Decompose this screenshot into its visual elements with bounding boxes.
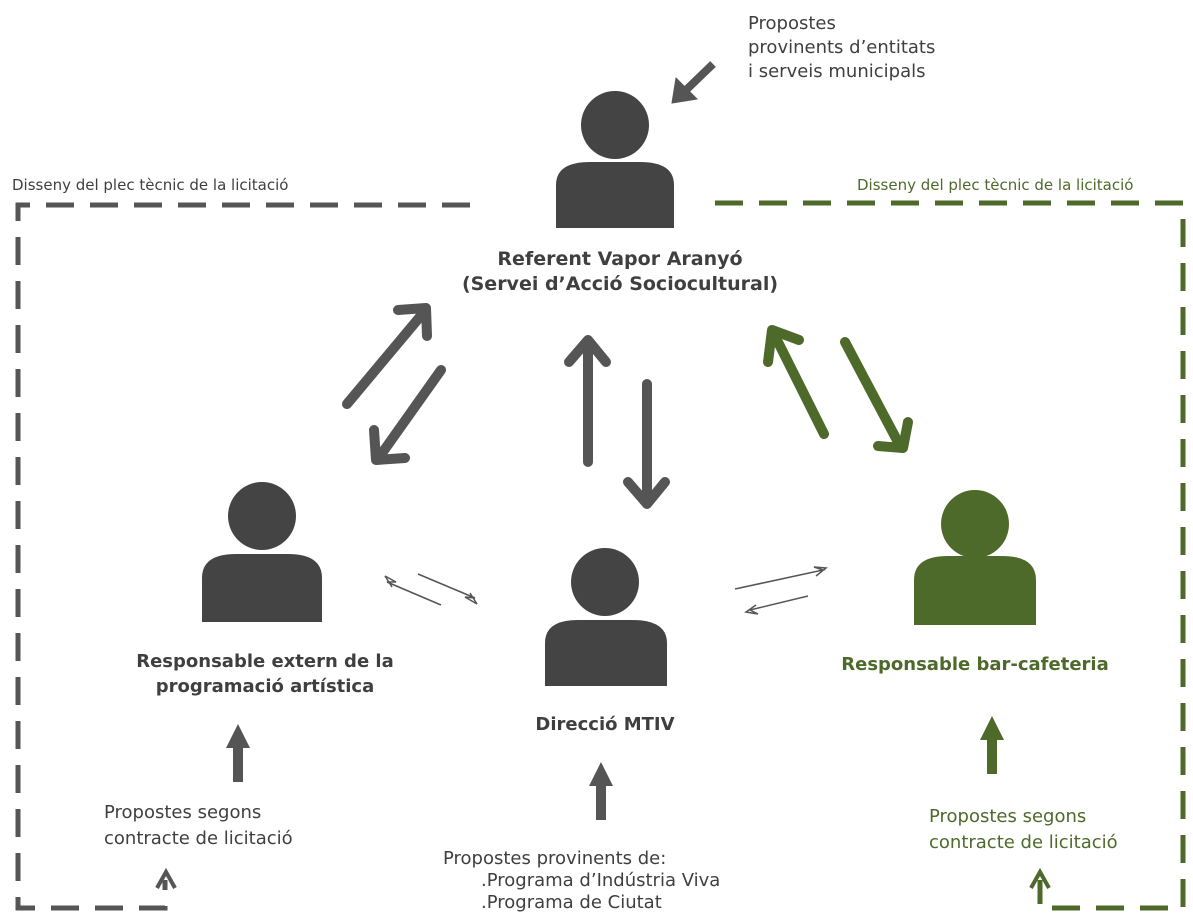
person-icon-bar <box>914 490 1036 625</box>
person-icon-artistic <box>202 482 322 622</box>
left-region-label: Disseny del plec tècnic de la licitació <box>12 176 289 194</box>
artistic-label: Responsable extern de la programació art… <box>100 649 430 699</box>
arrow-icon-right-return <box>1029 867 1051 889</box>
bottom-proposals-item: .Programa de Ciutat <box>481 892 662 913</box>
arrow-icon-artistic-direccio <box>384 573 478 606</box>
artistic-label-line1: Responsable extern de la <box>136 651 394 672</box>
person-icon-referent <box>556 91 674 228</box>
arrow-icon-referent-to-artistic <box>369 365 446 465</box>
arrow-icon-left-return <box>155 867 177 889</box>
arrow-icon-referent-to-direccio <box>623 379 670 509</box>
direccio-label: Direcció MTIV <box>535 714 675 735</box>
arrow-icon-referent-to-bar <box>840 337 913 453</box>
referent-label-line1: Referent Vapor Aranyó <box>497 248 743 270</box>
arrow-icon-direccio-bar <box>734 566 828 615</box>
arrow-icon-artistic-to-referent <box>342 303 432 409</box>
bottom-proposals-item: .Programa d’Indústria Viva <box>481 870 721 891</box>
gray-dashed-boundary <box>15 202 470 911</box>
right-proposals: Propostes segons contracte de licitació <box>929 806 1118 853</box>
arrow-icon-bar-to-referent <box>763 325 829 439</box>
artistic-label-line2: programació artística <box>155 676 375 697</box>
person-icon-direccio <box>545 548 667 686</box>
bottom-proposals: Propostes provinents de: .Programa d’Ind… <box>443 848 720 914</box>
top-note: Propostes provinents d’entitats i servei… <box>748 13 936 82</box>
bar-label: Responsable bar-cafeteria <box>841 654 1109 675</box>
bottom-proposals-title: Propostes provinents de: <box>443 848 667 869</box>
arrow-icon-direccio-to-referent <box>564 335 611 467</box>
arrow-icon-top-note <box>671 61 716 104</box>
arrow-icon-bottom-proposals <box>589 762 613 820</box>
right-region-label: Disseny del plec tècnic de la licitació <box>857 176 1134 194</box>
arrow-icon-right-proposals <box>980 716 1004 774</box>
arrow-icon-left-proposals <box>226 724 250 782</box>
green-dashed-boundary <box>715 200 1186 911</box>
referent-label: Referent Vapor Aranyó (Servei d’Acció So… <box>420 247 820 297</box>
left-proposals: Propostes segons contracte de licitació <box>104 802 293 849</box>
referent-label-line2: (Servei d’Acció Sociocultural) <box>461 273 779 295</box>
